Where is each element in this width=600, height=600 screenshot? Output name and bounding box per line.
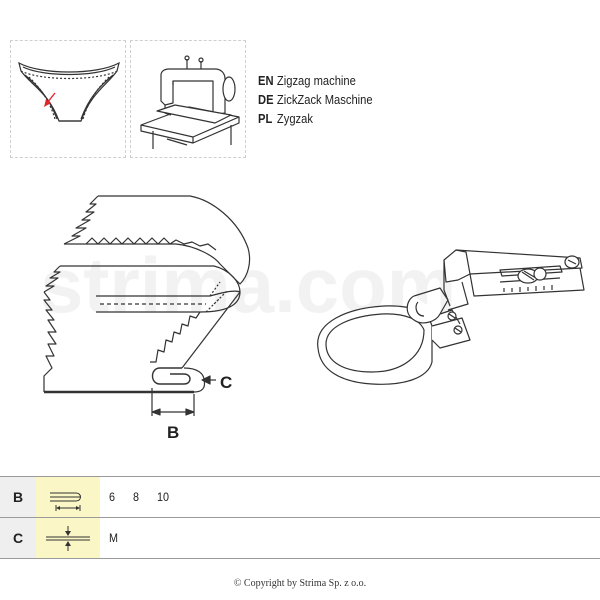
folder-attachment-illustration	[317, 249, 585, 385]
row-values: M	[109, 518, 118, 558]
fold-width-icon	[50, 492, 81, 511]
row-values: 6 8 10	[109, 477, 169, 517]
value-cell: 6	[109, 490, 116, 504]
lang-name: Zygzak	[276, 111, 313, 126]
folding-diagram: strima.com C B	[40, 195, 585, 442]
red-arrow-icon	[44, 92, 56, 107]
value-cell: 10	[157, 490, 170, 504]
thickness-icon	[46, 526, 90, 551]
machine-thumbnail	[130, 40, 246, 158]
garment-thumbnail	[10, 40, 126, 158]
copyright-footer: © Copyright by Strima Sp. z o.o.	[233, 578, 367, 589]
lang-code: EN	[258, 73, 274, 88]
value-cell: 8	[133, 490, 140, 504]
label-b: B	[167, 423, 179, 442]
table-bottom-line	[0, 558, 600, 559]
table-mid-line	[0, 517, 600, 518]
lang-name: Zigzag machine	[276, 73, 356, 88]
lang-code: PL	[258, 111, 273, 126]
label-c: C	[220, 373, 232, 392]
row-key: B	[0, 477, 36, 517]
sewing-machine-icon	[140, 55, 240, 149]
fabric-fold-illustration	[43, 195, 251, 416]
value-cell: M	[109, 531, 118, 545]
briefs-garment-icon	[18, 61, 120, 122]
table-top-line	[0, 476, 600, 477]
row-key: C	[0, 518, 36, 558]
lang-code: DE	[258, 92, 274, 107]
lang-name: ZickZack Maschine	[276, 92, 373, 107]
table-row-c: C M	[0, 518, 600, 558]
table-row-b: B 6 8 10	[0, 477, 600, 517]
row-icon-cell	[36, 518, 100, 558]
row-icon-cell	[36, 477, 100, 517]
